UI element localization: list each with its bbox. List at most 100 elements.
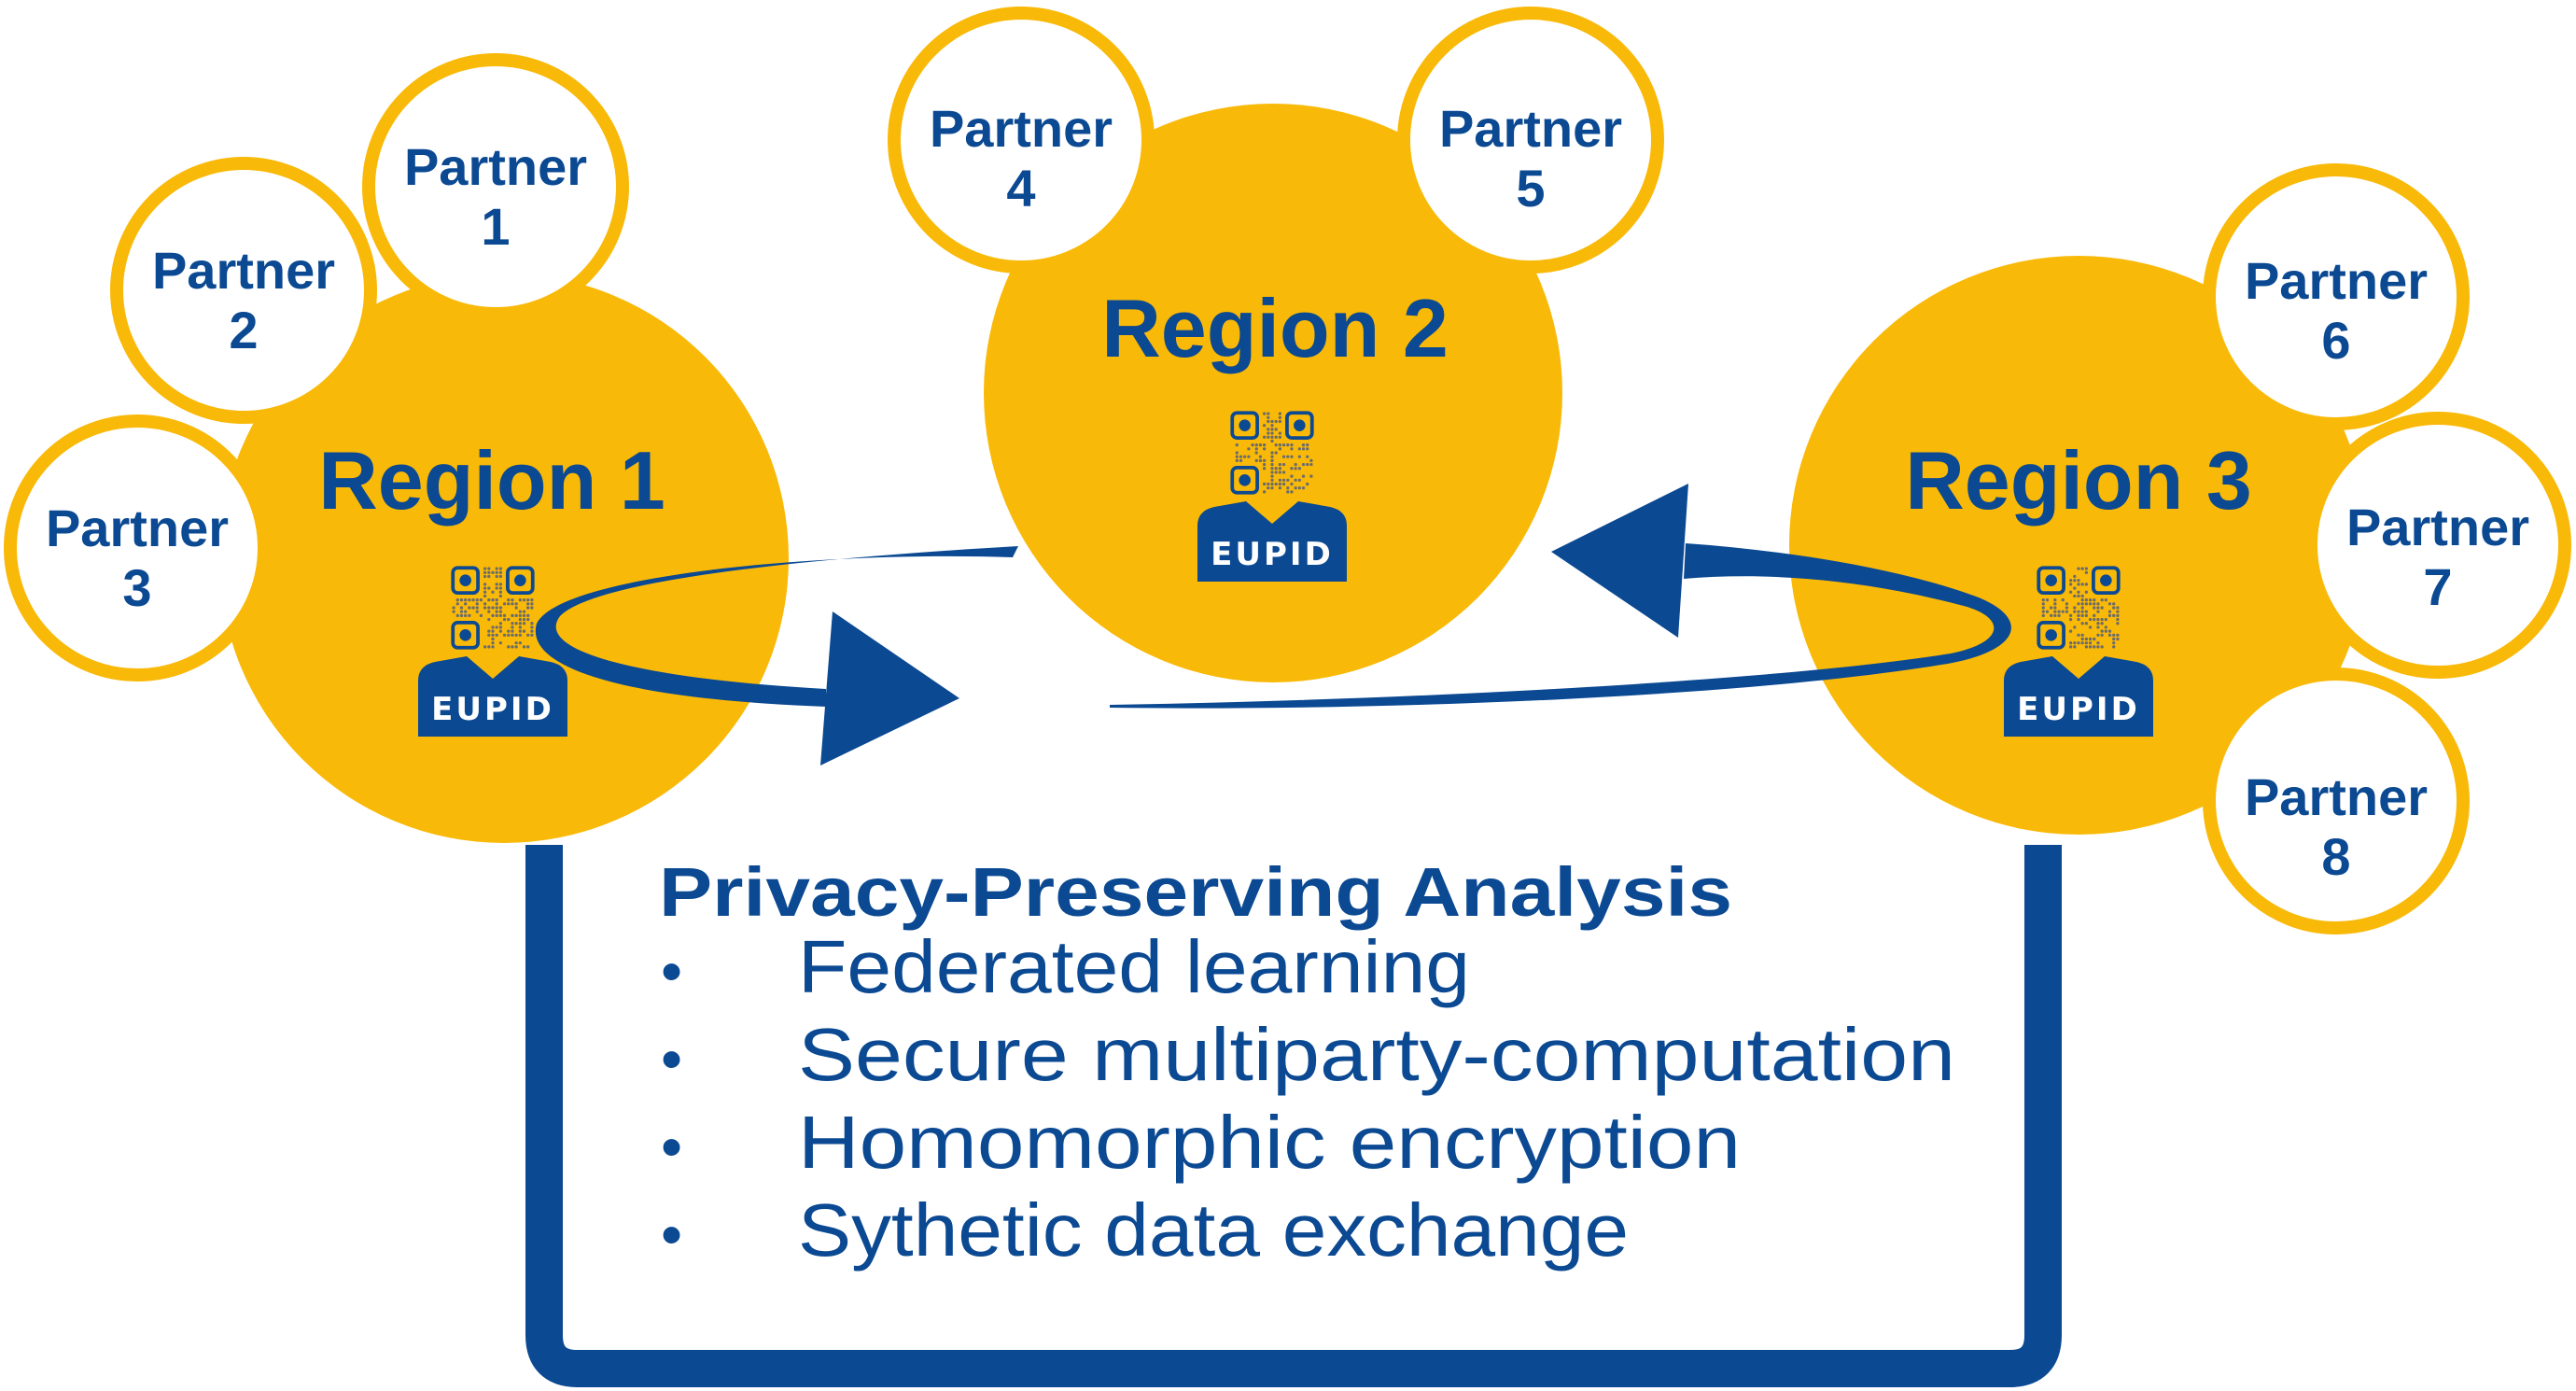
qr-module — [1243, 455, 1247, 458]
region-2-label: Region 2 — [1101, 282, 1449, 374]
qr-module — [2093, 637, 2096, 641]
partner-1: Partner 1 — [362, 53, 629, 320]
qr-module — [2069, 617, 2073, 622]
region-3-badge-label: EUPID — [2017, 691, 2140, 728]
qr-module — [511, 598, 514, 602]
qr-module — [475, 610, 479, 613]
qr-module — [1281, 462, 1286, 467]
qr-module — [2050, 613, 2053, 617]
qr-module — [1306, 447, 1309, 451]
qr-module — [498, 590, 502, 594]
qr-module — [1278, 419, 1281, 424]
partner-4-line2: 4 — [1006, 159, 1035, 218]
qr-module — [2080, 583, 2084, 586]
person-badge-icon — [418, 656, 567, 737]
qr-module — [1278, 431, 1281, 435]
qr-module — [2080, 637, 2084, 641]
qr-module — [2069, 590, 2073, 594]
qr-module — [2084, 637, 2088, 641]
region-3-circle — [1789, 256, 2368, 835]
qr-module — [514, 602, 518, 606]
qr-module — [471, 598, 475, 602]
qr-module — [483, 606, 487, 610]
qr-module — [2077, 613, 2080, 617]
qr-module — [483, 570, 487, 574]
qr-module — [498, 574, 502, 579]
qr-module — [495, 633, 498, 637]
qr-module — [2084, 598, 2088, 602]
partner-5-line2: 5 — [1516, 159, 1545, 218]
qr-module — [1254, 447, 1258, 451]
bullet-icon: • — [661, 936, 682, 1005]
qr-module — [495, 598, 498, 602]
qr-module — [507, 629, 511, 633]
qr-module — [2057, 610, 2061, 613]
arrow-2-head-icon — [1551, 484, 1688, 638]
qr-module — [2100, 645, 2104, 649]
qr-module — [2093, 617, 2096, 622]
qr-module — [475, 602, 479, 606]
qr-module — [1274, 467, 1278, 471]
partner-2-line2: 2 — [229, 301, 258, 359]
qr-code-icon — [2037, 566, 2121, 650]
partner-8-line2: 8 — [2321, 827, 2350, 886]
qr-module — [2077, 583, 2080, 586]
qr-module — [530, 602, 534, 606]
qr-module — [514, 645, 518, 649]
qr-module — [1294, 467, 1297, 471]
qr-module — [483, 645, 487, 649]
qr-module — [2116, 617, 2120, 622]
partner-2: Partner 2 — [110, 157, 377, 424]
qr-module — [1270, 478, 1274, 482]
qr-module — [471, 606, 475, 610]
person-badge-icon — [1197, 501, 1347, 582]
qr-module — [2073, 594, 2077, 598]
qr-module — [514, 606, 518, 610]
qr-module — [1254, 451, 1258, 455]
qr-module — [1281, 471, 1286, 474]
qr-module — [1263, 482, 1267, 486]
arrow-region1-to-center — [535, 546, 1018, 766]
qr-module — [2080, 610, 2084, 613]
partner-8: Partner 8 — [2203, 667, 2470, 934]
qr-module — [2073, 579, 2077, 583]
qr-module — [498, 570, 502, 574]
qr-module — [1274, 419, 1278, 424]
qr-module — [2096, 617, 2100, 622]
partner-4-line1: Partner — [930, 99, 1113, 158]
partner-7: Partner 7 — [2304, 412, 2571, 679]
qr-module — [2073, 574, 2077, 579]
partner-1-circle — [362, 53, 629, 320]
qr-module — [2041, 602, 2045, 606]
qr-module — [2093, 645, 2096, 649]
qr-module — [511, 622, 514, 625]
qr-module — [483, 586, 487, 590]
region-1-badge-label: EUPID — [431, 691, 554, 728]
qr-module — [2112, 641, 2116, 645]
qr-code-icon — [1230, 411, 1314, 495]
qr-module — [511, 629, 514, 633]
qr-module — [2112, 606, 2116, 610]
qr-module — [483, 602, 487, 606]
qr-module — [487, 574, 491, 579]
qr-module — [487, 610, 491, 613]
qr-module — [530, 622, 534, 625]
qr-module — [2088, 598, 2093, 602]
qr-module — [2084, 610, 2088, 613]
qr-module — [1301, 447, 1306, 451]
qr-module — [2084, 641, 2088, 645]
qr-module — [498, 606, 502, 610]
qr-module — [2093, 598, 2096, 602]
qr-module — [1306, 482, 1309, 486]
partner-3: Partner 3 — [4, 414, 271, 681]
qr-module — [526, 613, 530, 617]
qr-module — [2116, 622, 2120, 625]
qr-module — [2073, 606, 2077, 610]
qr-module — [2045, 610, 2050, 613]
qr-module — [2080, 602, 2084, 606]
qr-module — [2053, 606, 2057, 610]
qr-module — [498, 594, 502, 598]
qr-module — [1290, 447, 1294, 451]
partner-1-line2: 1 — [481, 197, 510, 256]
qr-module — [2084, 645, 2088, 649]
